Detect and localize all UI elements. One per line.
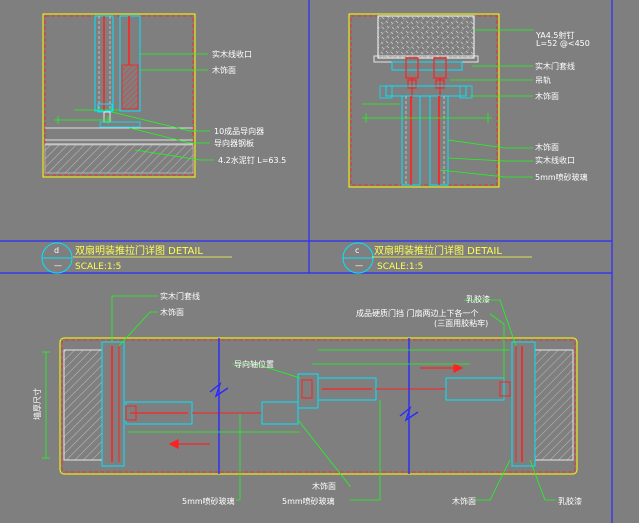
label-frame-right: 木饰面 (452, 496, 476, 506)
detail-d: 实木线收口 木饰面 10成品导向器 导向器钢板 4.2水泥钉 L=63.5 d … (41, 13, 286, 274)
label-glass-c: 5mm喷砂玻璃 (535, 172, 588, 182)
door-panel-left (125, 401, 299, 425)
detail-c: YA4.5射钉 L=52 @<450 实木门套线 吊轨 木饰面 木饰面 实木线收… (342, 13, 590, 274)
detail-d-title: 双扇明装推拉门详图 DETAIL (75, 244, 203, 257)
svg-text:—: — (355, 261, 363, 270)
plan-detail: 墙厚尺寸 实木门套线 木饰面 导向轴位置 乳胶漆 成品硬质门挡 门扇两边上下各一… (32, 291, 582, 506)
label-rail: 吊轨 (535, 75, 551, 85)
label-stopper-2: (三面用胶粘牢) (434, 318, 488, 328)
label-jamb: 实木门套线 (535, 61, 575, 71)
detail-c-border (348, 13, 500, 188)
label-latex-top: 乳胶漆 (466, 294, 490, 304)
detail-d-scale: SCALE:1:5 (75, 262, 121, 272)
door-panel-right (317, 377, 511, 401)
label-spacing: L=52 @<450 (536, 39, 590, 48)
left-wall (63, 349, 103, 461)
label-bolt: YA4.5射钉 (535, 30, 574, 40)
floor-slab (44, 144, 194, 174)
label-guide: 10成品导向器 (214, 126, 264, 136)
label-nail: 4.2水泥钉 L=63.5 (218, 155, 286, 165)
label-plate: 导向器钢板 (214, 138, 254, 148)
detail-d-letter: d (54, 246, 59, 255)
detail-c-scale: SCALE:1:5 (377, 262, 423, 272)
detail-d-border (42, 13, 196, 178)
door-leaf-core (121, 64, 139, 110)
label-frame-top: 木饰面 (535, 91, 559, 101)
label-glass-left: 5mm喷砂玻璃 (182, 496, 235, 506)
svg-text:—: — (54, 261, 62, 270)
sheet-frame (0, 0, 613, 523)
label-frame-mid: 木饰面 (312, 481, 336, 491)
detail-c-letter: c (355, 246, 359, 255)
label-guide-pos: 导向轴位置 (234, 359, 274, 369)
label-frame-left: 木饰面 (160, 307, 184, 317)
label-latex-bottom: 乳胶漆 (558, 496, 582, 506)
label-glass-mid: 5mm喷砂玻璃 (282, 496, 335, 506)
label-frame-bottom: 木饰面 (535, 142, 559, 152)
rail (391, 61, 463, 71)
label-trim: 实木线收口 (212, 49, 252, 59)
label-stopper-1: 成品硬质门挡 门扇两边上下各一个 (356, 308, 479, 318)
label-jamb-left: 实木门套线 (160, 291, 200, 301)
detail-c-title: 双扇明装推拉门详图 DETAIL (374, 244, 502, 257)
label-trim-c: 实木线收口 (535, 155, 575, 165)
plan-border (59, 337, 578, 475)
label-dimension: 墙厚尺寸 (32, 388, 42, 420)
label-frame: 木饰面 (212, 65, 236, 75)
right-wall (534, 349, 574, 461)
